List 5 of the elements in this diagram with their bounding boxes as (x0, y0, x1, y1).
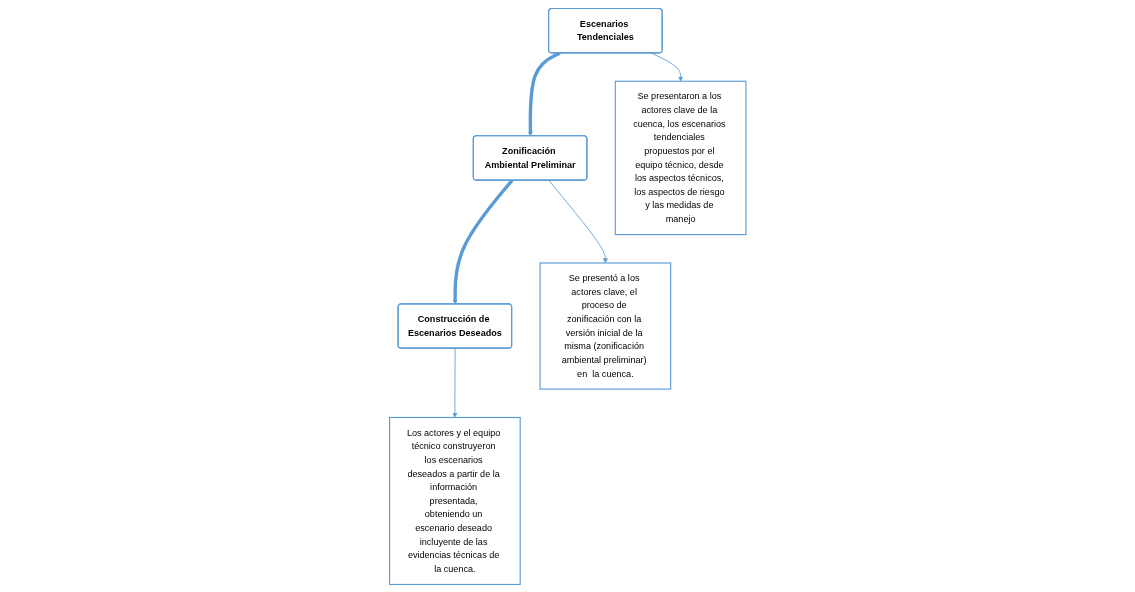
node-box: Los actores y el equipo técnico construyeron los escenarios deseados a partir de la información presentada, obteniendo un escenario deseado incluyente de las evidencias técnicas de la cuenca. (388, 416, 521, 585)
arrow (452, 178, 514, 304)
node-box: Se presentaron a los actores clave de la cuenca, los escenarios tendenciales propuestos por el equipo técnico, desde los aspectos técnicos, los aspectos de riesgo y las medidas de manejo (614, 80, 747, 235)
arrow (527, 51, 561, 136)
node-box: Se presentó a los actores clave, el proceso de zonificación con la versión inicial de la misma (zonificación ambiental preliminar) en la cuenca. (539, 261, 671, 390)
